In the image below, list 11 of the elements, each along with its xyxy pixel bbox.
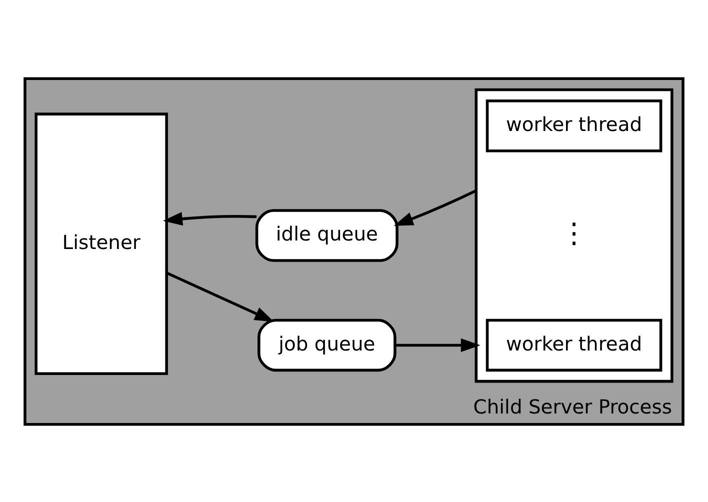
cluster [474, 88, 674, 382]
node-box: Listener [34, 112, 168, 375]
label: ⋮ [560, 216, 588, 249]
node-box: worker thread [486, 318, 662, 372]
node-box: job queue [258, 318, 396, 372]
arrow [395, 338, 480, 352]
node-box: worker thread [486, 98, 662, 152]
arrow [166, 271, 274, 322]
arrow [162, 212, 257, 226]
node-box: idle queue [255, 208, 398, 262]
arrow [394, 188, 477, 226]
